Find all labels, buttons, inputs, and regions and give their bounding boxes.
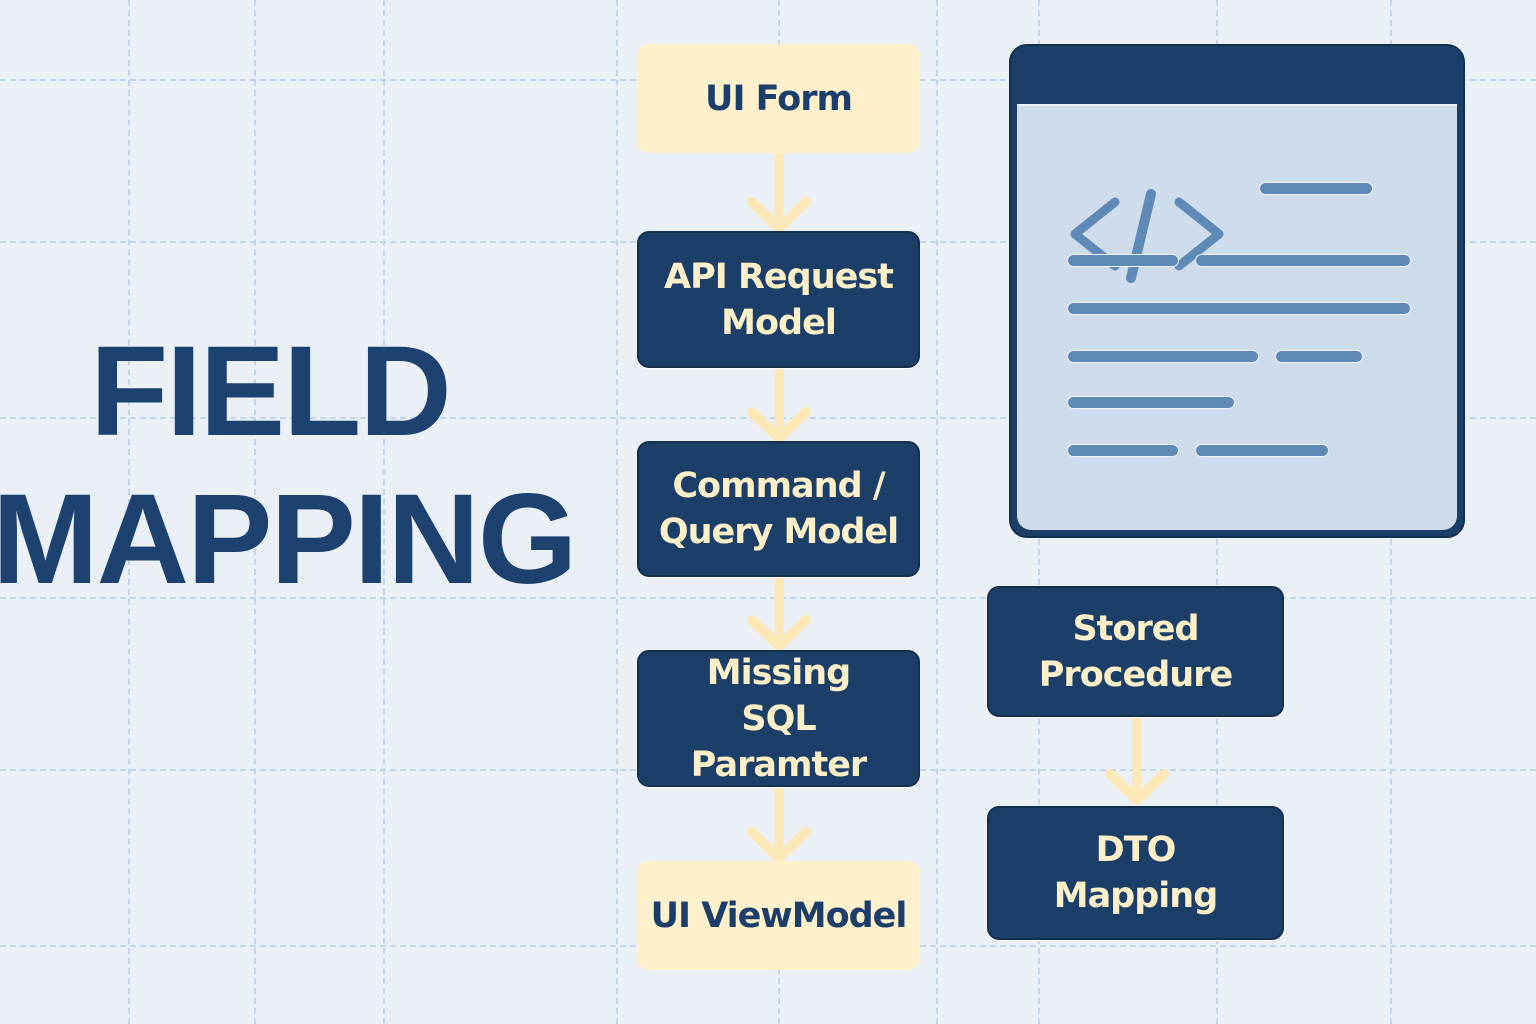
arrow-down-icon	[747, 786, 811, 863]
node-label: Missing SQL Paramter	[690, 652, 867, 785]
arrow-down-icon	[747, 576, 811, 651]
node-label: Stored Procedure	[1038, 608, 1233, 695]
title-line-2: MAPPING	[0, 468, 577, 611]
code-line	[1067, 396, 1235, 409]
arrow-down-icon	[747, 366, 811, 443]
code-line	[1275, 350, 1363, 363]
code-brackets-icon	[1070, 189, 1224, 283]
node-label: UI Form	[705, 78, 853, 119]
node-ui-viewmodel: UI ViewModel	[637, 861, 920, 970]
grid-line	[616, 0, 618, 1024]
arrow-down-icon	[747, 150, 811, 233]
node-api-request-model: API Request Model	[637, 231, 920, 368]
code-window-illustration	[1009, 44, 1465, 538]
node-ui-form: UI Form	[637, 44, 920, 153]
page-title: FIELD MAPPING	[0, 318, 592, 614]
code-line	[1067, 444, 1179, 457]
node-dto-mapping: DTO Mapping	[987, 806, 1284, 940]
title-line-1: FIELD	[90, 320, 452, 463]
code-line	[1195, 444, 1329, 457]
node-label: DTO Mapping	[1053, 830, 1219, 916]
window-titlebar	[1011, 46, 1463, 102]
code-line	[1067, 302, 1411, 315]
node-label: API Request Model	[664, 256, 894, 343]
code-line	[1195, 254, 1411, 267]
node-command-query-model: Command / Query Model	[637, 441, 920, 577]
arrow-down-icon	[1105, 716, 1169, 805]
code-line	[1259, 182, 1373, 195]
code-line	[1067, 254, 1179, 267]
node-missing-sql-parameter: Missing SQL Paramter	[637, 650, 920, 787]
code-line	[1067, 350, 1259, 363]
node-label: Command / Query Model	[658, 466, 899, 552]
node-stored-procedure: Stored Procedure	[987, 586, 1284, 717]
code-panel	[1017, 104, 1457, 530]
grid-line	[936, 0, 938, 1024]
node-label: UI ViewModel	[650, 895, 908, 936]
